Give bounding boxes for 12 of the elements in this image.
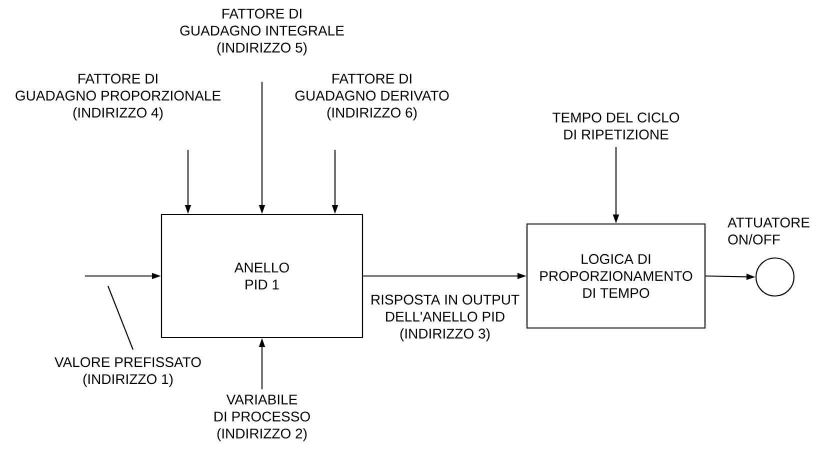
actuator-label: ATTUATORE ON/OFF — [728, 218, 810, 244]
input-label: TEMPO DEL CICLO DI RIPETIZIONE — [552, 112, 680, 140]
leader-line — [107, 286, 134, 350]
input-label: VALORE PREFISSATO (INDIRIZZO 1) — [54, 357, 201, 387]
input-label: FATTORE DI GUADAGNO INTEGRALE (INDIRIZZO 5) — [180, 8, 344, 56]
input-label: VARIABILE DI PROCESSO (INDIRIZZO 2) — [214, 394, 310, 442]
edge-label: RISPOSTA IN OUTPUT DELL'ANELLO PID (INDIRIZZO 3) — [368, 294, 522, 342]
input-label: FATTORE DI GUADAGNO DERIVATO (INDIRIZZO 6) — [295, 74, 449, 120]
actuator-circle — [755, 257, 795, 297]
process-box: ANELLO PID 1 — [160, 214, 364, 338]
process-box: LOGICA DI PROPORZIONAMENTO DI TEMPO — [526, 223, 706, 329]
input-label: FATTORE DI GUADAGNO PROPORZIONALE (INDIRIZZO 4) — [16, 74, 220, 120]
